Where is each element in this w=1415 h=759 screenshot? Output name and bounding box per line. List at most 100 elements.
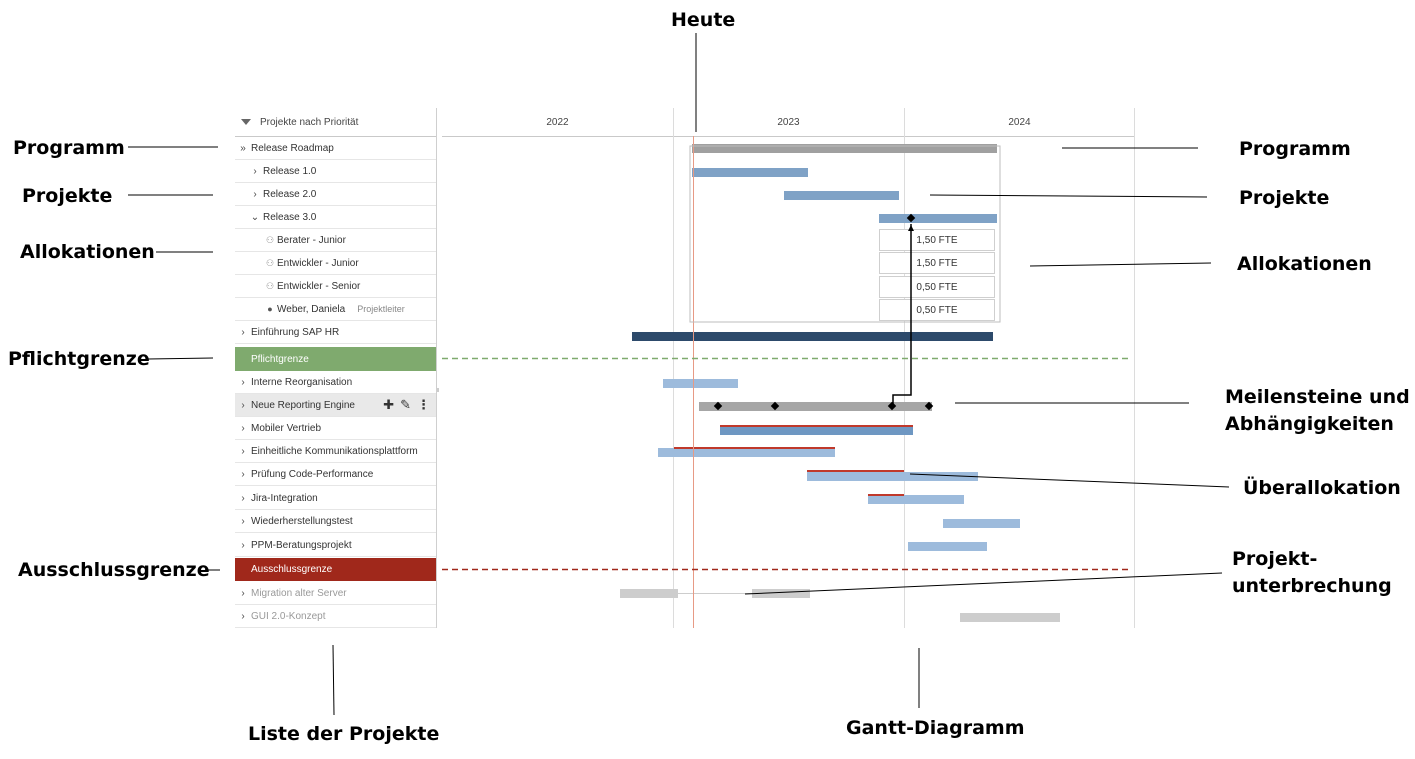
interruption-line xyxy=(678,593,752,594)
year-label-2024: 2024 xyxy=(1008,117,1031,128)
row-label: Entwickler - Junior xyxy=(277,257,359,269)
row-label: Entwickler - Senior xyxy=(277,280,361,292)
project-bar-wiederherstellungstest[interactable] xyxy=(943,519,1020,528)
program-bar-release-roadmap[interactable] xyxy=(692,144,997,153)
year-label-2023: 2023 xyxy=(777,117,800,128)
person-outline-icon: ⚇ xyxy=(265,257,275,268)
annotation-unterbrechung: Projekt-unterbrechung xyxy=(1232,548,1392,597)
row-wiederherstellungstest[interactable]: ›Wiederherstellungstest xyxy=(235,510,436,533)
row-label: Ausschlussgrenze xyxy=(251,564,333,575)
chevron-right-icon[interactable]: › xyxy=(241,492,245,504)
row-allocation-entwickler-junior[interactable]: ⚇Entwickler - Junior xyxy=(235,252,436,275)
gantt-chart: 2022 2023 2024 1,50 FTE 1,50 FTE 0,50 FT… xyxy=(442,108,1135,628)
row-label: Neue Reporting Engine xyxy=(251,399,355,411)
project-bar-ppm-beratungsprojekt[interactable] xyxy=(908,542,987,551)
row-label: Weber, Daniela xyxy=(277,303,346,315)
chevron-right-icon[interactable]: › xyxy=(241,468,245,480)
row-jira-integration[interactable]: ›Jira-Integration xyxy=(235,487,436,510)
row-gui-konzept[interactable]: › GUI 2.0-Konzept xyxy=(235,605,436,628)
project-bar-release-3[interactable] xyxy=(879,214,997,223)
allocation-cell[interactable]: 1,50 FTE xyxy=(879,229,995,251)
chevron-right-icon[interactable]: › xyxy=(241,422,245,434)
row-release-roadmap[interactable]: » Release Roadmap xyxy=(235,137,436,160)
row-label: GUI 2.0-Konzept xyxy=(251,610,326,622)
chevron-right-icon[interactable]: › xyxy=(241,587,245,599)
allocation-cell[interactable]: 0,50 FTE xyxy=(879,299,995,321)
person-outline-icon: ⚇ xyxy=(265,280,275,291)
annotation-allokationen-right: Allokationen xyxy=(1237,253,1372,275)
row-label: Prüfung Code-Performance xyxy=(251,468,374,480)
project-list: Projekte nach Priorität » Release Roadmap… xyxy=(235,108,437,628)
row-ausschlussgrenze[interactable]: Ausschlussgrenze xyxy=(235,558,436,581)
row-release-1[interactable]: ›Release 1.0 xyxy=(235,160,436,183)
chevron-right-icon[interactable]: › xyxy=(241,445,245,457)
row-label: Release Roadmap xyxy=(251,142,334,154)
row-interne-reorganisation[interactable]: › Interne Reorganisation xyxy=(235,371,436,394)
year-gridline xyxy=(673,108,674,628)
row-release-3[interactable]: ⌄Release 3.0 xyxy=(235,206,436,229)
row-label: PPM-Beratungsprojekt xyxy=(251,539,352,551)
row-migration-alter-server[interactable]: › Migration alter Server xyxy=(235,582,436,605)
annotation-gantt: Gantt-Diagramm xyxy=(846,717,1025,739)
person-outline-icon: ⚇ xyxy=(265,234,275,245)
row-release-2[interactable]: ›Release 2.0 xyxy=(235,183,436,206)
liste-pointer xyxy=(332,644,335,716)
row-einfuehrung-sap-hr[interactable]: › Einführung SAP HR xyxy=(235,321,436,344)
project-bar-neue-reporting-engine[interactable] xyxy=(699,402,932,411)
gantt-application: Projekte nach Priorität » Release Roadmap… xyxy=(235,108,1135,628)
annotation-pflichtgrenze: Pflichtgrenze xyxy=(8,348,150,370)
year-label-2022: 2022 xyxy=(546,117,569,128)
chevron-right-icon[interactable]: › xyxy=(253,188,257,200)
project-bar-jira-integration[interactable] xyxy=(868,495,964,504)
project-bar-mobiler-vertrieb[interactable] xyxy=(720,425,913,435)
row-allocation-entwickler-senior[interactable]: ⚇Entwickler - Senior xyxy=(235,275,436,298)
allocation-cell[interactable]: 0,50 FTE xyxy=(879,276,995,298)
row-ppm-beratungsprojekt[interactable]: › PPM-Beratungsprojekt xyxy=(235,534,436,557)
project-bar-release-1[interactable] xyxy=(692,168,808,177)
annotation-projekte-left: Projekte xyxy=(22,185,113,207)
chevron-right-icon[interactable]: › xyxy=(241,610,245,622)
project-bar-migration-part2[interactable] xyxy=(752,589,810,598)
double-chevron-down-icon[interactable]: » xyxy=(240,142,246,154)
annotation-ueberallokation: Überallokation xyxy=(1243,477,1401,499)
chevron-right-icon[interactable]: › xyxy=(241,326,245,338)
row-pflichtgrenze[interactable]: Pflichtgrenze xyxy=(235,347,436,371)
row-label: Einführung SAP HR xyxy=(251,326,340,338)
edit-icon[interactable]: ✎ xyxy=(400,397,411,412)
chevron-right-icon[interactable]: › xyxy=(253,165,257,177)
project-bar-release-2[interactable] xyxy=(784,191,899,200)
chevron-down-icon[interactable]: ⌄ xyxy=(250,211,260,223)
project-bar-gui-konzept[interactable] xyxy=(960,613,1060,622)
row-kommunikationsplattform[interactable]: ›Einheitliche Kommunikationsplattform xyxy=(235,440,436,463)
row-neue-reporting-engine[interactable]: › Neue Reporting Engine ✚ ✎ ⋮ xyxy=(235,394,436,417)
row-allocation-berater-junior[interactable]: ⚇Berater - Junior xyxy=(235,229,436,252)
project-bar-kommunikationsplattform[interactable] xyxy=(658,448,835,457)
annotation-projekte-right: Projekte xyxy=(1239,187,1330,209)
caret-down-icon[interactable] xyxy=(241,119,251,125)
chevron-right-icon[interactable]: › xyxy=(241,515,245,527)
row-mobiler-vertrieb[interactable]: › Mobiler Vertrieb xyxy=(235,417,436,440)
chevron-right-icon[interactable]: › xyxy=(241,539,245,551)
chevron-right-icon[interactable]: › xyxy=(241,376,245,388)
row-label: Release 3.0 xyxy=(263,211,317,223)
row-role: Projektleiter xyxy=(357,304,405,314)
annotation-allokationen-left: Allokationen xyxy=(20,241,155,263)
timeline-header: 2022 2023 2024 xyxy=(442,108,1135,137)
add-icon[interactable]: ✚ xyxy=(383,397,395,412)
list-header[interactable]: Projekte nach Priorität xyxy=(235,108,436,137)
row-toolbar: ✚ ✎ ⋮ xyxy=(383,397,430,413)
project-bar-interne-reorganisation[interactable] xyxy=(663,379,738,388)
row-pruefung-code-performance[interactable]: › Prüfung Code-Performance xyxy=(235,463,436,486)
row-label: Interne Reorganisation xyxy=(251,376,353,388)
chevron-right-icon[interactable]: › xyxy=(241,399,245,411)
row-label: Mobiler Vertrieb xyxy=(251,422,322,434)
project-bar-einfuehrung-sap-hr[interactable] xyxy=(632,332,993,341)
project-bar-migration-part1[interactable] xyxy=(620,589,678,598)
row-label: Migration alter Server xyxy=(251,587,347,599)
today-line xyxy=(693,136,694,628)
project-bar-pruefung-code-performance[interactable] xyxy=(807,472,978,481)
more-icon[interactable]: ⋮ xyxy=(417,397,430,412)
allocation-cell[interactable]: 1,50 FTE xyxy=(879,252,995,274)
annotation-meilensteine: Meilensteine und Abhängigkeiten xyxy=(1225,386,1410,435)
